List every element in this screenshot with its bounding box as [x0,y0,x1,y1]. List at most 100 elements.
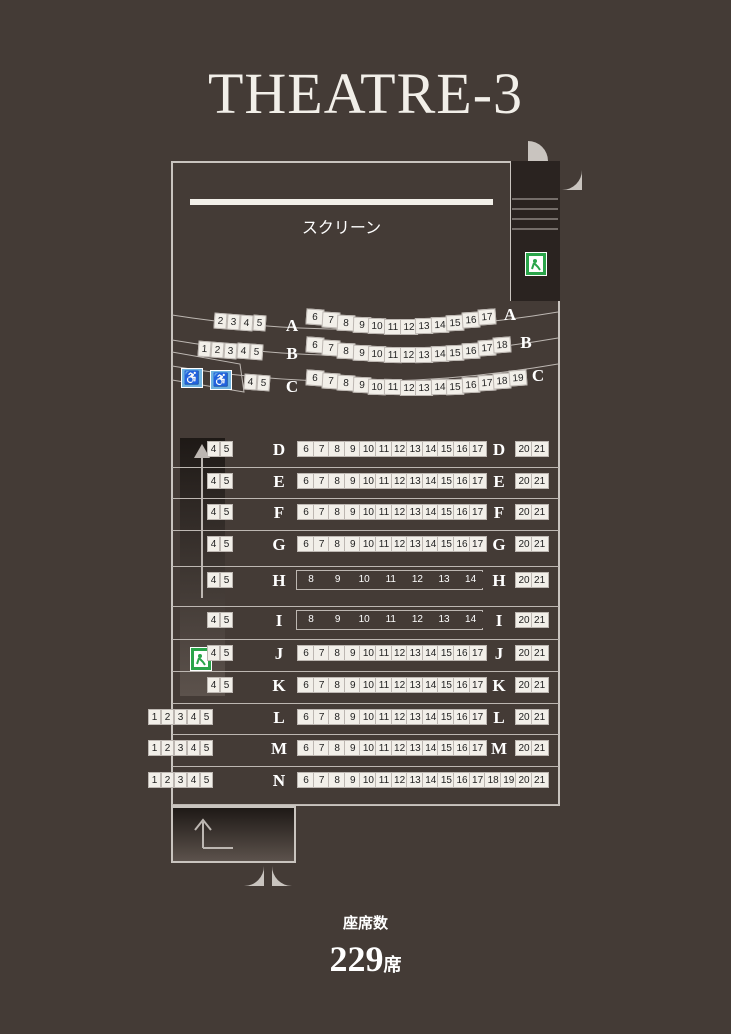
seat[interactable]: 5 [220,645,233,661]
seat[interactable]: 12 [404,572,431,588]
seat[interactable]: 10 [359,441,378,457]
seat[interactable]: 5 [252,314,267,332]
seat[interactable]: 21 [530,740,549,756]
seat[interactable]: 10 [351,612,378,628]
seat[interactable]: 21 [530,473,549,489]
seat[interactable]: 3 [174,772,187,788]
seat[interactable]: 5 [220,473,233,489]
seat[interactable]: 8 [328,709,347,725]
seat[interactable]: 21 [530,536,549,552]
seat[interactable]: 5 [220,536,233,552]
seat[interactable]: 15 [437,504,456,520]
seat[interactable]: 4 [236,342,251,360]
seat[interactable]: 21 [530,441,549,457]
seat[interactable]: 21 [530,772,549,788]
seat[interactable]: 18 [484,772,503,788]
seat[interactable]: 14 [457,612,484,628]
seat[interactable]: 13 [406,473,425,489]
seat[interactable]: 16 [453,441,471,457]
seat[interactable]: 14 [421,740,440,756]
seat[interactable]: 4 [207,536,220,552]
seat[interactable]: 10 [359,709,378,725]
seat[interactable]: 4 [239,314,254,332]
seat[interactable]: 21 [530,677,549,693]
seat[interactable]: 4 [187,709,200,725]
seat[interactable]: 1 [148,772,161,788]
seat[interactable]: 17 [468,536,487,552]
seat[interactable]: 12 [390,645,409,661]
seat[interactable]: 5 [220,441,233,457]
seat[interactable]: 17 [468,709,487,725]
seat[interactable]: 18 [492,336,512,354]
seat[interactable]: 5 [200,709,213,725]
seat[interactable]: 4 [207,677,220,693]
seat[interactable]: 6 [297,740,315,756]
seat[interactable]: 5 [220,677,233,693]
seat[interactable]: 14 [421,473,440,489]
seat[interactable]: 14 [421,677,440,693]
seat[interactable]: 3 [223,342,238,360]
seat[interactable]: 8 [298,612,324,628]
seat[interactable]: 4 [187,772,200,788]
seat[interactable]: 1 [148,709,161,725]
seat[interactable]: 21 [530,572,549,588]
seat[interactable]: 6 [297,645,315,661]
seat[interactable]: 8 [328,772,347,788]
seat[interactable]: 5 [220,572,233,588]
seat[interactable]: 17 [468,677,487,693]
seat[interactable]: 5 [200,772,213,788]
seat[interactable]: 9 [343,645,362,661]
seat[interactable]: 5 [200,740,213,756]
seat[interactable]: 10 [359,645,378,661]
seat[interactable]: 2 [161,740,174,756]
seat[interactable]: 17 [468,740,487,756]
seat[interactable]: 14 [421,536,440,552]
seat[interactable]: 11 [377,612,404,628]
seat[interactable]: 7 [312,677,331,693]
seat[interactable]: 4 [207,473,220,489]
seat[interactable]: 11 [375,709,393,725]
seat[interactable]: 17 [468,504,487,520]
seat[interactable]: 21 [530,645,549,661]
seat[interactable]: 17 [468,473,487,489]
seat[interactable]: 4 [207,612,220,628]
seat[interactable]: 4 [207,572,220,588]
seat[interactable]: 3 [174,740,187,756]
seat[interactable]: 13 [431,572,457,588]
seat[interactable]: 11 [375,772,393,788]
seat[interactable]: 6 [297,441,315,457]
seat[interactable]: 5 [220,504,233,520]
seat[interactable]: 12 [404,612,431,628]
seat[interactable]: 17 [477,308,497,326]
seat[interactable]: 2 [213,312,228,330]
seat[interactable]: 16 [453,772,471,788]
seat[interactable]: 15 [437,645,456,661]
seat[interactable]: 3 [174,709,187,725]
seat[interactable]: 1 [148,740,161,756]
seat[interactable]: 9 [324,572,351,588]
seat[interactable]: 17 [468,645,487,661]
seat[interactable]: 9 [343,441,362,457]
seat[interactable]: 13 [431,612,457,628]
seat[interactable]: 8 [328,473,347,489]
seat[interactable]: 21 [530,709,549,725]
seat[interactable]: 8 [328,536,347,552]
seat[interactable]: 2 [161,709,174,725]
seat[interactable]: 2 [161,772,174,788]
seat[interactable]: 5 [256,374,271,392]
seat[interactable]: 5 [249,343,264,361]
seat[interactable]: 2 [210,341,225,359]
seat[interactable]: 15 [437,441,456,457]
seat[interactable]: 19 [499,772,518,788]
seat[interactable]: 7 [312,709,331,725]
seat[interactable]: 5 [220,612,233,628]
seat[interactable]: 1 [197,340,212,358]
seat[interactable]: 14 [457,572,484,588]
seat[interactable]: 21 [530,612,549,628]
seat[interactable]: 4 [187,740,200,756]
seat[interactable]: 8 [298,572,324,588]
seat[interactable]: 4 [207,645,220,661]
seat[interactable]: 3 [226,313,241,331]
seat[interactable]: 17 [468,441,487,457]
seat[interactable]: 20 [515,772,533,788]
